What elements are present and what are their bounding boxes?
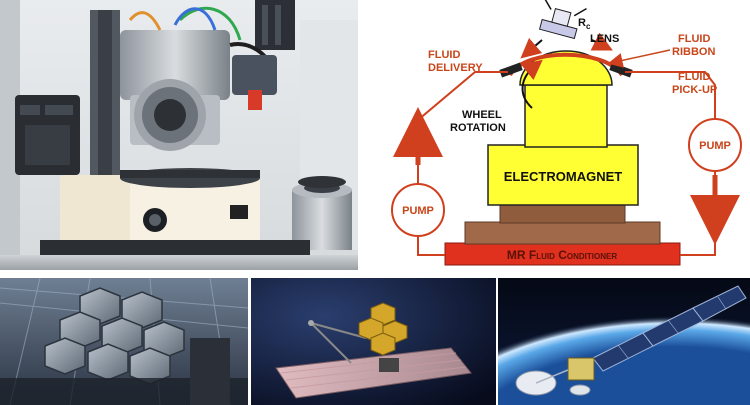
sunshield (275, 347, 472, 399)
radius-label: Rc (578, 17, 591, 31)
pump-right-circle (688, 118, 742, 172)
satellite-image (498, 278, 750, 405)
pump-left-circle (391, 183, 445, 237)
fluid-ribbon-label-1: FLUID (678, 33, 710, 45)
fluid-delivery-label-2: DELIVERY (428, 62, 483, 74)
lens-label: LENS (590, 33, 619, 45)
pickup-line (625, 71, 716, 256)
satellite-body (567, 357, 595, 381)
wheel-rotation-label-2: ROTATION (450, 122, 506, 134)
conditioner-label: MR Fluid Conditioner (507, 248, 617, 262)
lens-icon (538, 0, 587, 40)
electromagnet-core (524, 84, 608, 148)
space-telescope-image (251, 278, 496, 405)
fluid-ribbon-label-2: RIBBON (672, 46, 715, 58)
fluid-pickup-label-2: PICK-UP (672, 84, 717, 96)
segmented-mirror-photo (0, 278, 248, 405)
mrf-schematic-diagram: LENS Rc FLUID DELIVERY FLUID RIBBON FLUI… (360, 0, 750, 270)
electromagnet-label: ELECTROMAGNET (504, 169, 623, 184)
wheel-rotation-arrow (520, 59, 543, 109)
pump-right-label: PUMP (699, 140, 731, 152)
electromagnet-box (487, 144, 639, 206)
pump-left-label: PUMP (402, 205, 434, 217)
fluid-pickup-label-1: FLUID (678, 71, 710, 83)
delivery-nozzle (499, 62, 523, 78)
base-lower (464, 221, 661, 245)
fluid-delivery-label-1: FLUID (428, 49, 460, 61)
wheel-rotation-label-1: WHEEL (462, 109, 502, 121)
polishing-machine-photo (0, 0, 358, 270)
base-upper (499, 204, 626, 224)
